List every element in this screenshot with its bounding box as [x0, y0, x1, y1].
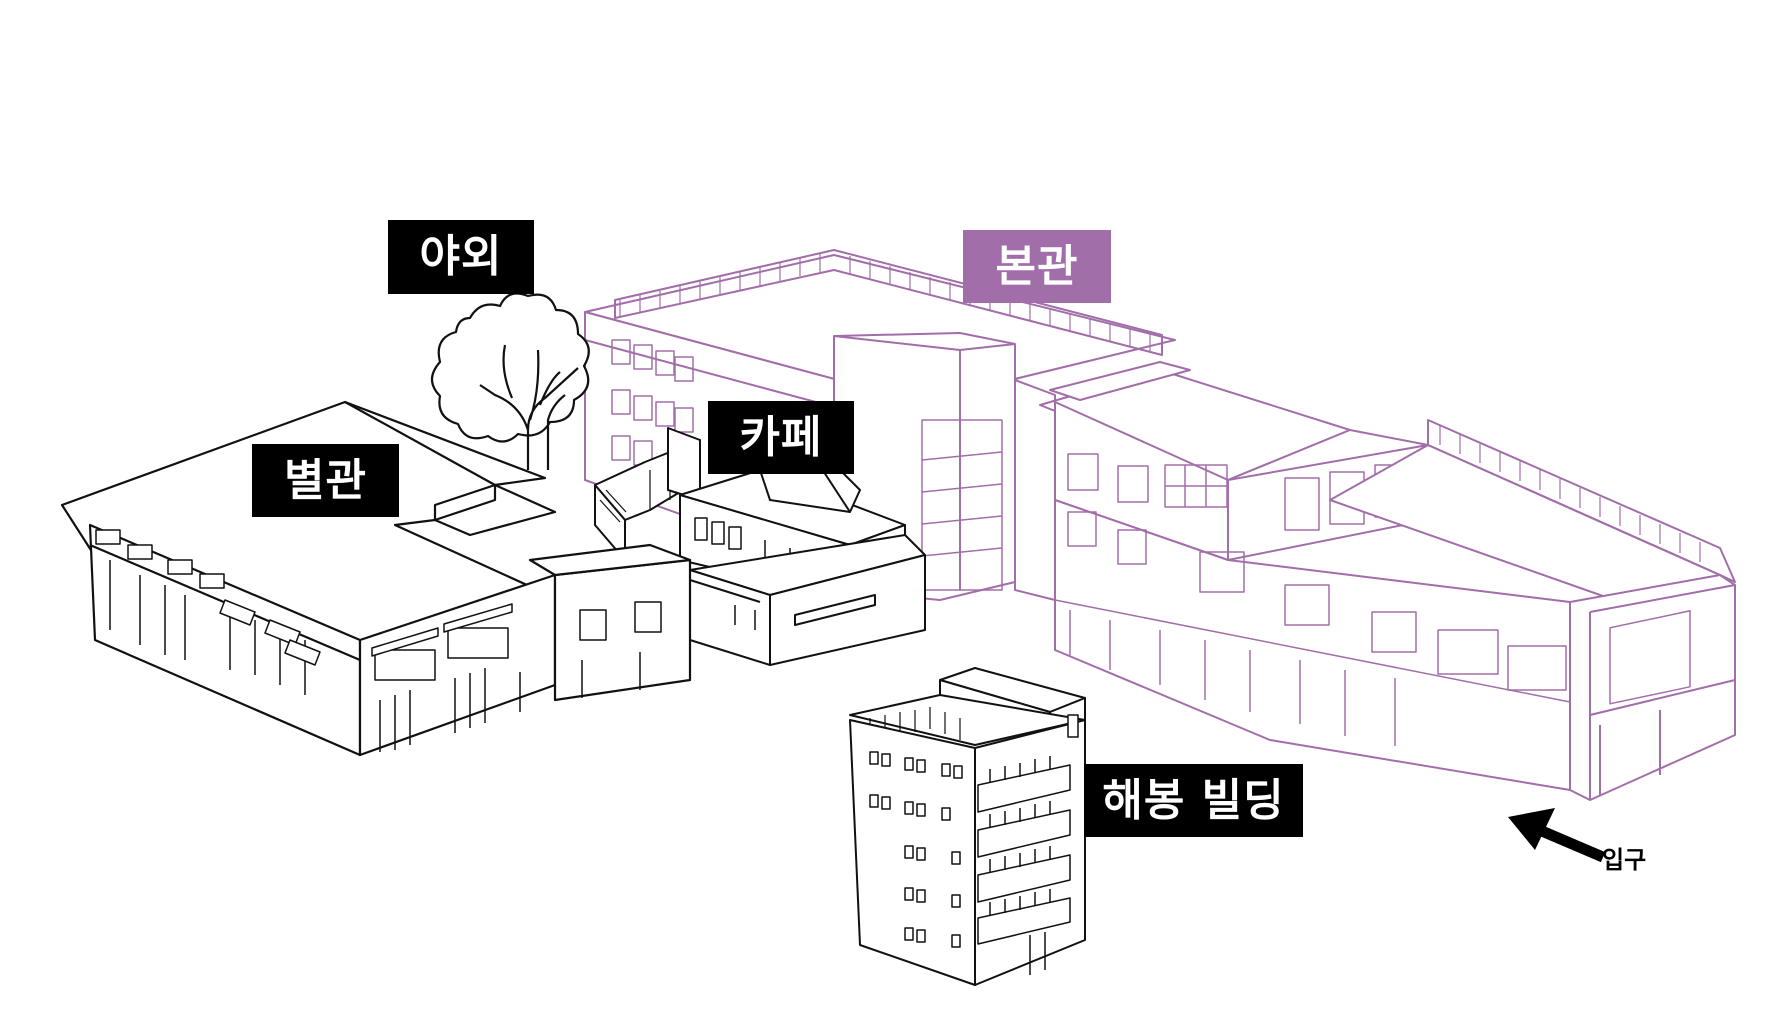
- annex-building[interactable]: [60, 400, 692, 757]
- entrance-label: 입구: [1602, 846, 1647, 874]
- main-building-label: 본관: [963, 230, 1111, 303]
- haebong-building[interactable]: [849, 667, 1086, 986]
- annex-label: 별관: [252, 444, 399, 517]
- outdoor-label: 야외: [388, 220, 534, 294]
- arrow-icon: [1508, 808, 1606, 863]
- cafe-label: 카페: [708, 401, 854, 474]
- tree-icon: [430, 292, 590, 470]
- haebong-building-label: 해봉 빌딩: [1084, 764, 1303, 837]
